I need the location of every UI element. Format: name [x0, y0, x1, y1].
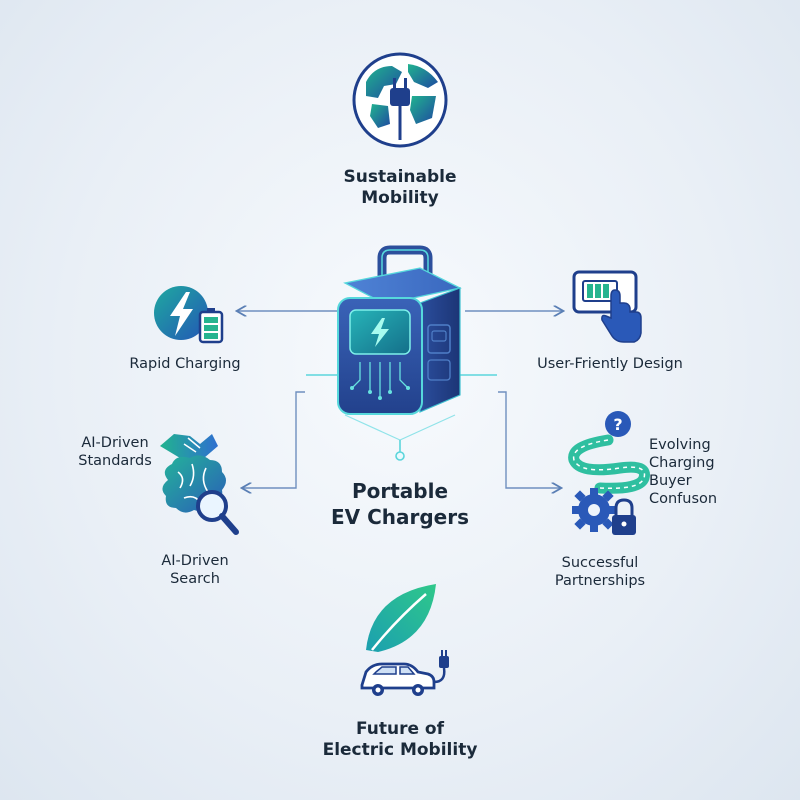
- svg-text:?: ?: [613, 415, 622, 434]
- connector-to-partnerships: [498, 391, 560, 488]
- label-user-friendly-design: User-Friently Design: [537, 356, 683, 372]
- label-rapid-charging: Rapid Charging: [129, 356, 241, 372]
- label-ai-driven-standards: AI-Driven Standards: [78, 435, 152, 470]
- label-sustainable-mobility: Sustainable Mobility: [343, 167, 457, 209]
- connector-to-ai-search: [243, 391, 305, 488]
- label-successful-partnerships: Successful Partnerships: [554, 555, 646, 590]
- center-title: Portable EV Chargers: [330, 479, 470, 529]
- label-future-of-electric-mobility: Future of Electric Mobility: [322, 719, 478, 761]
- label-ai-driven-search: AI-Driven Search: [161, 553, 229, 588]
- label-evolving-charging-buyer-confusion: Evolving Charging Buyer Confuson: [649, 437, 718, 508]
- glow-dot: [395, 451, 405, 461]
